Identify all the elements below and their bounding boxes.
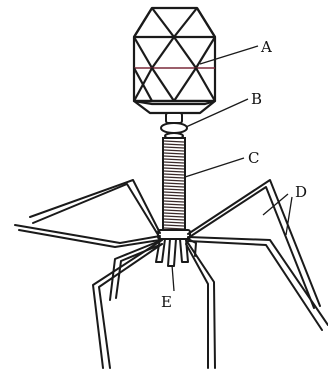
- tail-pin: [168, 239, 176, 266]
- leader-line-e: [172, 265, 174, 291]
- capsid-edge: [134, 8, 152, 37]
- capsid-edge: [152, 8, 174, 37]
- collar-disc: [161, 123, 187, 133]
- tail-fiber: [186, 244, 208, 368]
- capsid-edge: [197, 8, 215, 37]
- base-plate-body: [158, 230, 190, 239]
- collar: [161, 113, 187, 139]
- tail-sheath: [163, 138, 185, 230]
- capsid-edge: [174, 68, 196, 101]
- tail-pins: [156, 239, 188, 266]
- capsid-edge: [134, 37, 152, 68]
- leader-line-c: [185, 158, 244, 177]
- capsid-edge: [152, 37, 174, 68]
- capsid-edge: [152, 68, 174, 101]
- capsid-head: [134, 8, 215, 113]
- label-d: D: [295, 183, 307, 201]
- neck-upper: [166, 113, 182, 123]
- capsid-edge: [174, 8, 197, 37]
- base-plate: [158, 230, 190, 239]
- capsid-edge: [196, 37, 215, 68]
- label-c: C: [248, 149, 259, 167]
- tail-fiber: [99, 244, 162, 368]
- capsid-edge: [196, 68, 215, 101]
- leader-lines: [172, 46, 292, 291]
- label-e: E: [161, 293, 172, 311]
- label-b: B: [251, 90, 262, 108]
- capsid-edge: [174, 37, 196, 68]
- label-a: A: [260, 38, 272, 56]
- tail-fiber: [186, 240, 215, 368]
